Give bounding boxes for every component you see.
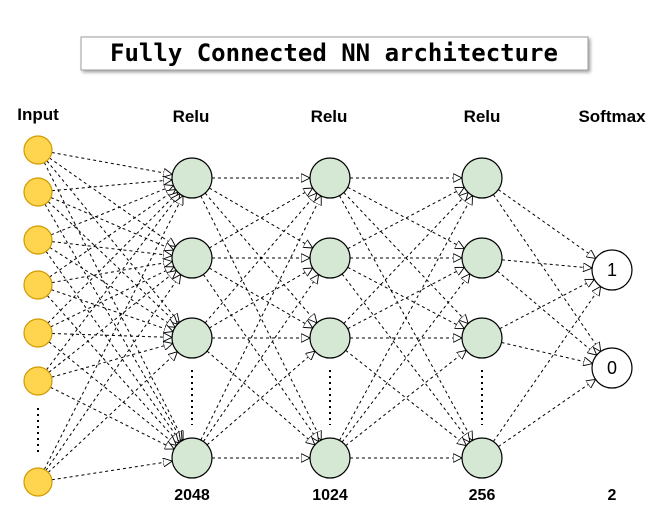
layer-label-input: Input — [17, 105, 59, 124]
layer-3-node-2 — [461, 317, 503, 359]
layer-0-node-4 — [23, 318, 53, 348]
connection-l0-n0-to-l1-n0 — [51, 152, 173, 175]
connection-l3-n3-to-l4-n0 — [492, 287, 600, 442]
connection-l0-n6-to-l1-n0 — [43, 196, 183, 470]
layer-0-node-1 — [23, 177, 53, 207]
layer-2-node-1 — [309, 237, 351, 279]
connection-l0-n3-to-l1-n2 — [51, 289, 173, 332]
layer-1-node-2 — [171, 317, 213, 359]
connection-l2-n2-to-l3-n0 — [343, 193, 468, 324]
connection-l2-n2-to-l3-n1 — [347, 267, 465, 330]
connection-l0-n3-to-l1-n1 — [51, 262, 173, 284]
connection-l0-n1-to-l1-n0 — [51, 180, 172, 192]
connection-l2-n0-to-l3-n1 — [347, 186, 465, 248]
layer-2-node-0 — [309, 157, 351, 199]
connection-l3-n1-to-l4-n1 — [496, 270, 596, 355]
connection-l0-n2-to-l1-n3 — [45, 251, 180, 441]
connection-l0-n5-to-l1-n1 — [48, 271, 176, 373]
connection-l0-n6-to-l1-n2 — [47, 352, 177, 473]
layer-2-node-2 — [309, 317, 351, 359]
connection-l2-n1-to-l3-n3 — [341, 273, 470, 442]
layer-label-relu-1: Relu — [173, 107, 210, 126]
layer-0-node-2 — [23, 225, 53, 255]
connection-l2-n3-to-l3-n2 — [345, 350, 467, 446]
output-node-label-0: 1 — [607, 260, 617, 280]
connection-l1-n3-to-l2-n1 — [202, 275, 318, 442]
connection-l0-n6-to-l1-n1 — [45, 275, 181, 471]
connection-l3-n0-to-l4-n1 — [492, 194, 600, 352]
layer-0-node-6 — [23, 467, 53, 497]
layer-0-node-3 — [23, 270, 53, 300]
layer-3-node-3 — [461, 437, 503, 479]
connection-l0-n2-to-l1-n1 — [51, 241, 172, 256]
connection-l3-n2-to-l4-n1 — [501, 342, 593, 364]
connection-l0-n0-to-l1-n3 — [43, 162, 183, 441]
connection-l2-n3-to-l3-n1 — [341, 274, 470, 443]
layer-label-relu-3: Relu — [464, 107, 501, 126]
connection-l3-n2-to-l4-n0 — [499, 279, 595, 330]
layer-1-node-0 — [171, 157, 213, 199]
connection-l0-n5-to-l1-n2 — [51, 343, 173, 378]
connection-l0-n5-to-l1-n0 — [46, 194, 180, 371]
layer-count-softmax: 2 — [608, 487, 617, 504]
connection-l0-n0-to-l1-n2 — [46, 160, 179, 323]
neurons: 10 — [23, 135, 633, 497]
connection-l3-n0-to-l4-n0 — [498, 189, 595, 259]
connection-l1-n1-to-l2-n2 — [209, 267, 312, 328]
layer-label-softmax: Softmax — [578, 107, 646, 126]
connection-l1-n2-to-l2-n1 — [209, 268, 312, 329]
connection-l3-n1-to-l4-n0 — [501, 259, 592, 268]
connections — [37, 152, 601, 481]
title-box: Fully Connected NN architecture — [80, 36, 589, 71]
output-node-label-1: 0 — [607, 358, 617, 378]
layer-count-relu-3: 256 — [469, 487, 496, 504]
layer-1-node-1 — [171, 237, 213, 279]
layer-count-relu-2: 1024 — [312, 487, 348, 504]
layer-label-relu-2: Relu — [311, 107, 348, 126]
connection-l2-n1-to-l3-n2 — [347, 266, 465, 328]
connection-l0-n6-to-l1-n3 — [51, 461, 172, 481]
connection-l1-n2-to-l2-n0 — [204, 193, 317, 324]
connection-l0-n3-to-l1-n3 — [46, 295, 178, 444]
connection-l0-n0-to-l1-n1 — [49, 157, 176, 247]
connection-l1-n0-to-l2-n1 — [209, 187, 312, 248]
layer-4-node-1 — [591, 347, 633, 389]
connection-l0-n1-to-l1-n1 — [50, 197, 174, 251]
connection-l0-n3-to-l1-n0 — [49, 189, 176, 278]
connection-l0-n2-to-l1-n2 — [49, 247, 175, 328]
connection-l1-n0-to-l2-n3 — [200, 195, 321, 440]
layer-count-relu-1: 2048 — [174, 487, 210, 504]
connection-l0-n1-to-l1-n2 — [47, 201, 177, 325]
connection-l2-n2-to-l3-n3 — [345, 350, 467, 445]
connection-l2-n1-to-l3-n0 — [347, 187, 465, 250]
layer-0-node-5 — [23, 366, 53, 396]
layer-4-node-0 — [591, 249, 633, 291]
connection-l2-n3-to-l3-n0 — [339, 196, 473, 441]
layer-3-node-1 — [461, 237, 503, 279]
connection-l0-n5-to-l1-n3 — [50, 386, 175, 449]
connection-l3-n3-to-l4-n1 — [498, 379, 595, 448]
layer-0-node-0 — [23, 135, 53, 165]
diagram-title: Fully Connected NN architecture — [110, 39, 558, 67]
connection-l1-n3-to-l2-n0 — [200, 196, 321, 441]
connection-l0-n1-to-l1-n3 — [44, 203, 182, 441]
layer-1-node-3 — [171, 437, 213, 479]
connection-l1-n1-to-l2-n3 — [202, 274, 318, 442]
connection-l0-n4-to-l1-n0 — [47, 192, 178, 324]
layer-3-node-0 — [461, 157, 503, 199]
connection-l1-n1-to-l2-n0 — [209, 188, 312, 249]
connection-l0-n4-to-l1-n1 — [50, 267, 174, 328]
connection-l0-n2-to-l1-n0 — [50, 186, 173, 236]
layer-2-node-3 — [309, 437, 351, 479]
